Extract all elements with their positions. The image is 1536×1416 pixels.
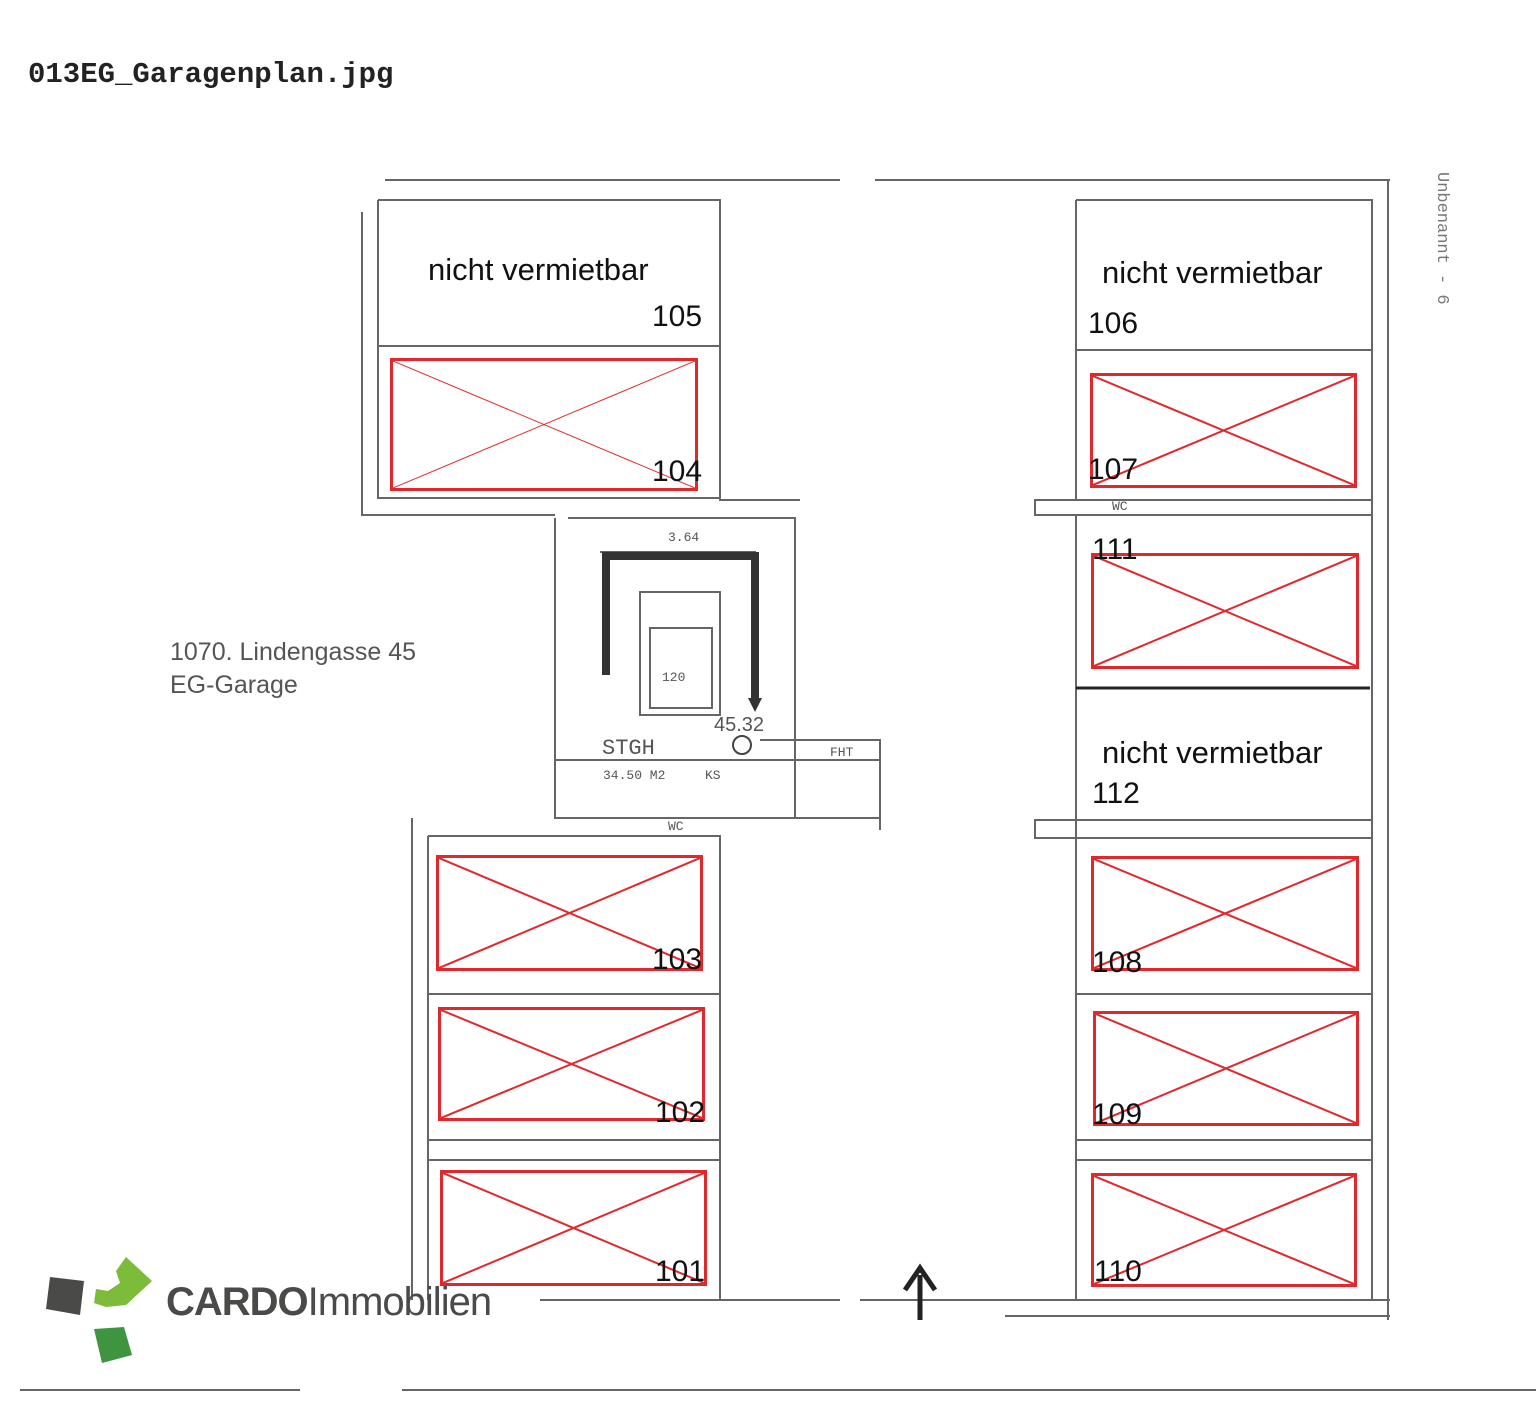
- cardo-logo-icon: [46, 1257, 152, 1363]
- parking-space-102[interactable]: [438, 1007, 705, 1121]
- space-number-103: 103: [652, 943, 703, 976]
- cross-icon: [393, 361, 695, 488]
- space-number-107: 107: [1088, 453, 1139, 486]
- address: 1070. Lindengasse 45 EG-Garage: [170, 636, 416, 702]
- cross-icon: [1094, 859, 1356, 968]
- cross-icon: [439, 858, 700, 968]
- cardo-logo-text: CARDOImmobilien: [166, 1280, 492, 1325]
- fht-label: FHT: [830, 745, 854, 760]
- space-number-101: 101: [655, 1255, 706, 1288]
- stair-width-label: 3.64: [668, 530, 700, 545]
- unit-106-status: nicht vermietbar: [1102, 255, 1323, 290]
- parking-space-101[interactable]: [440, 1170, 707, 1286]
- stairwell-level: 45.32: [714, 714, 765, 736]
- space-number-109: 109: [1092, 1098, 1143, 1131]
- unit-112-status: nicht vermietbar: [1102, 735, 1323, 770]
- cross-icon: [1093, 376, 1354, 485]
- space-number-110: 110: [1094, 1255, 1142, 1288]
- parking-space-109[interactable]: [1093, 1011, 1359, 1126]
- stairwell-area: 34.50 M2: [603, 768, 666, 783]
- space-number-111: 111: [1092, 533, 1138, 566]
- space-number-108: 108: [1092, 946, 1143, 979]
- unit-106-number: 106: [1088, 307, 1139, 340]
- parking-space-110[interactable]: [1091, 1173, 1357, 1287]
- unit-105-number: 105: [652, 300, 703, 333]
- address-line2: EG-Garage: [170, 671, 298, 699]
- parking-space-108[interactable]: [1091, 856, 1359, 971]
- cross-icon: [443, 1173, 704, 1283]
- cross-icon: [1094, 556, 1356, 666]
- parking-space-111[interactable]: [1091, 553, 1359, 669]
- logo-brand-light: Immobilien: [307, 1280, 492, 1324]
- unit-105-status: nicht vermietbar: [428, 252, 649, 287]
- file-title: 013EG_Garagenplan.jpg: [28, 58, 394, 91]
- space-number-104: 104: [652, 455, 703, 488]
- entrance-arrow-icon: [902, 1263, 938, 1320]
- address-line1: 1070. Lindengasse 45: [170, 638, 417, 666]
- cross-icon: [441, 1010, 702, 1118]
- ks-label: KS: [705, 768, 721, 783]
- space-number-102: 102: [655, 1096, 706, 1129]
- unit-112-number: 112: [1092, 777, 1140, 810]
- wc-top-label: WC: [1112, 499, 1128, 514]
- parking-space-107[interactable]: [1090, 373, 1357, 488]
- parking-space-104[interactable]: [390, 358, 698, 491]
- cross-icon: [1096, 1014, 1356, 1123]
- lift-label: 120: [662, 670, 686, 685]
- wc-bottom-label: WC: [668, 819, 684, 834]
- side-label: Unbenannt - 6: [1432, 172, 1451, 305]
- stairwell-name: STGH: [602, 736, 655, 761]
- logo-brand-bold: CARDO: [166, 1280, 309, 1324]
- parking-space-103[interactable]: [436, 855, 703, 971]
- cross-icon: [1094, 1176, 1354, 1284]
